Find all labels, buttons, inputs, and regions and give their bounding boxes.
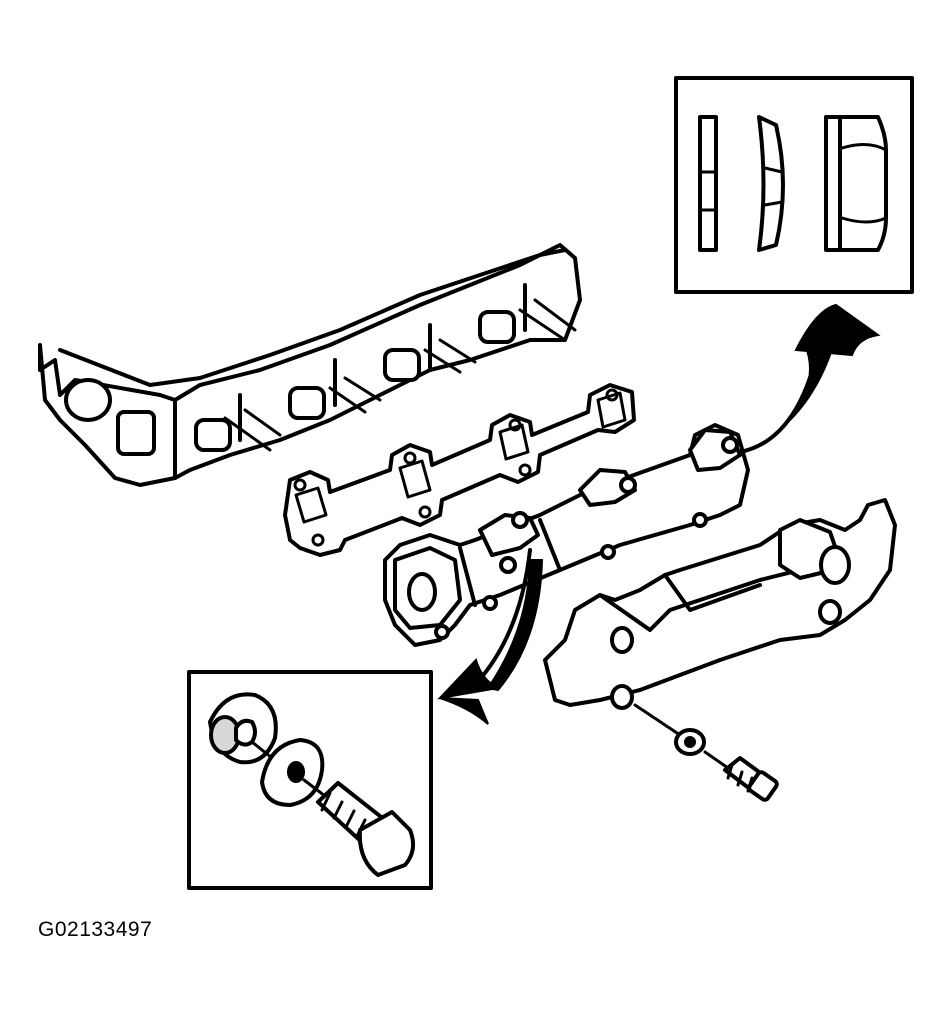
upper-callout-arrow-icon bbox=[738, 303, 881, 454]
exhaust-manifold-gasket bbox=[283, 383, 636, 557]
inset-nut-washer-detail bbox=[674, 76, 914, 294]
figure-code-label: G02133497 bbox=[38, 918, 153, 941]
cylinder-head bbox=[38, 243, 582, 487]
inset-bolt-washer-detail bbox=[187, 670, 433, 890]
heat-shield bbox=[543, 498, 897, 710]
heat-shield-bolt bbox=[633, 703, 779, 802]
exhaust-manifold bbox=[383, 423, 750, 647]
lower-callout-arrow-icon bbox=[437, 548, 544, 725]
